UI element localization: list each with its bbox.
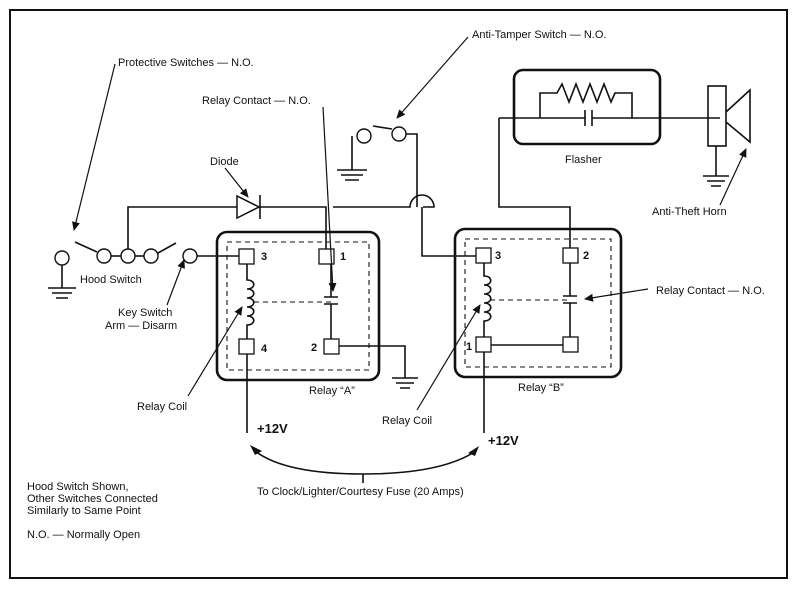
relay-coil-left-label: Relay Coil [137,401,187,413]
key-switch-lever [157,242,177,254]
protective-switches-label: Protective Switches — N.O. [118,57,254,69]
relay-b: 3 2 1 [453,227,623,379]
diode-label: Diode [210,156,239,168]
anti-theft-horn-label: Anti-Theft Horn [652,206,727,218]
relay-a-terminal-1-label: 1 [340,251,346,263]
relay-contact-right-label: Relay Contact — N.O. [656,285,765,297]
key-switch-contact [182,248,198,264]
fuse-bracket [254,450,477,483]
relay-a: 3 1 4 2 [215,230,381,382]
relay-a-terminal-4-label: 4 [261,343,268,355]
relay-a-coil [246,264,255,339]
relay-a-terminal-3-label: 3 [261,251,267,263]
anti-tamper-switch [337,125,418,207]
relay-b-terminal-1-label: 1 [466,341,472,353]
key-switch-label: Key Switch [118,307,172,319]
relay-b-terminal-4 [562,336,579,353]
note-line-1: Hood Switch Shown, [27,481,129,493]
relay-b-coil [483,263,492,337]
switch-chain [48,241,239,299]
relay-b-terminal-1 [475,336,492,353]
diode-wire [127,206,327,249]
relay-b-label: Relay “B” [518,382,564,394]
relay-b-terminal-3-label: 3 [495,250,501,262]
leader-lines [72,36,747,411]
relay-a-contact [324,264,338,339]
note-line-2: Other Switches Connected [27,493,158,505]
anti-tamper-switch-label: Anti-Tamper Switch — N.O. [472,29,606,41]
relay-a-housing [215,230,381,382]
flasher-capacitor [499,110,720,126]
hood-switch-label: Hood Switch [80,274,142,286]
flasher-label: Flasher [565,154,602,166]
relay-b-contact [563,263,577,337]
flasher-resistor [539,81,633,118]
relay-b-terminal-3 [475,247,492,264]
relay-a-ground [339,345,418,389]
relay-a-terminal-3 [238,248,255,265]
anti-theft-horn [703,85,751,187]
flasher-housing [512,68,662,146]
normally-open-note: N.O. — Normally Open [27,529,140,541]
junction-node-1 [120,248,136,264]
flasher [499,68,720,146]
flasher-relay-wire [498,118,571,248]
hood-switch-contact-b [96,248,112,264]
relay-contact-top-label: Relay Contact — N.O. [202,95,311,107]
relay-b-inner [464,238,612,368]
relay-a-terminal-2 [323,338,340,355]
hood-switch-contact-a [54,250,70,266]
note-line-3: Similarly to Same Point [27,505,141,517]
relay-a-label: Relay “A” [309,385,355,397]
diagram-border [9,9,788,579]
hood-switch-ground [48,265,76,299]
diode [236,194,261,220]
fuse-label: To Clock/Lighter/Courtesy Fuse (20 Amps) [257,486,464,498]
hood-switch-lever [74,241,98,253]
relay-b-terminal-2 [562,247,579,264]
plus12v-left-label: +12V [257,421,288,436]
junction-node-2 [143,248,159,264]
relay-b-terminal-2-label: 2 [583,250,589,262]
cross-wire [333,194,476,257]
plus12v-right-label: +12V [488,433,519,448]
relay-a-terminal-4 [238,338,255,355]
relay-a-terminal-2-label: 2 [311,342,317,354]
relay-coil-right-label: Relay Coil [382,415,432,427]
relay-b-housing [453,227,623,379]
arm-disarm-label: Arm — Disarm [105,320,177,332]
